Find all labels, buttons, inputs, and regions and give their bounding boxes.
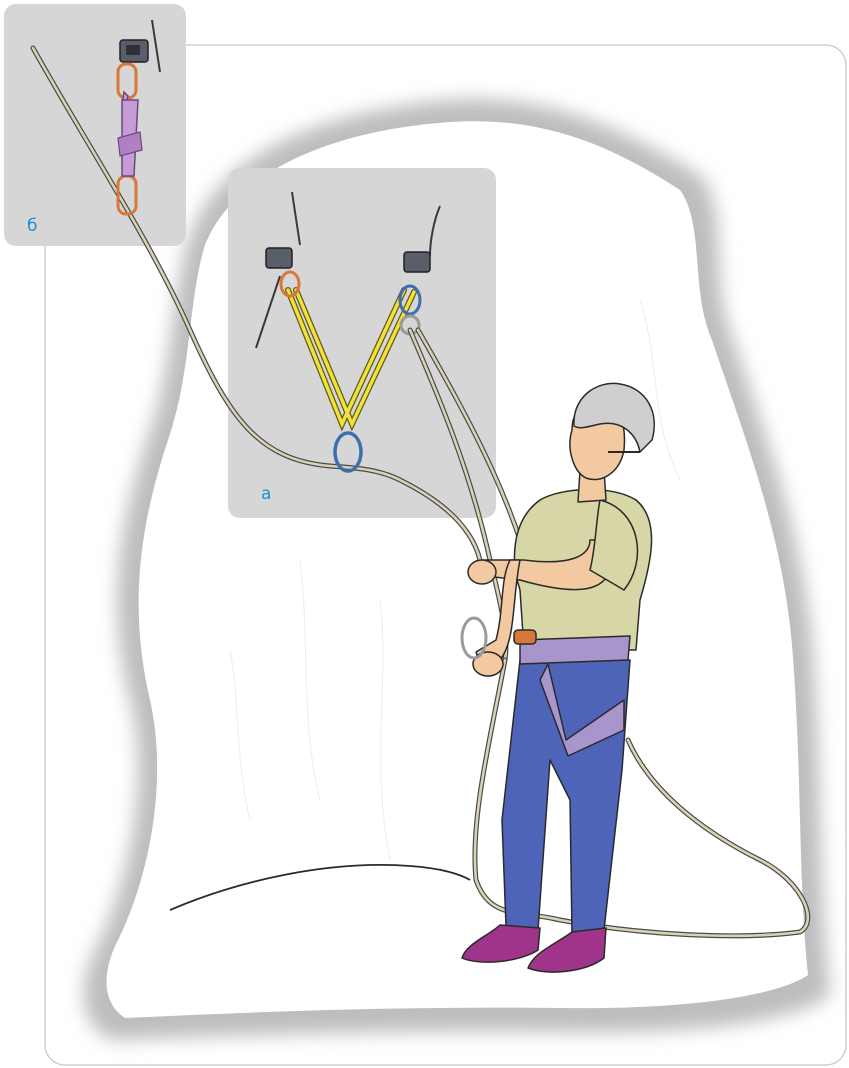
inset-panel-a	[228, 168, 496, 518]
inset-label-b: б	[27, 218, 37, 235]
inset-panel-b	[4, 4, 186, 246]
inset-label-a: а	[261, 486, 271, 503]
